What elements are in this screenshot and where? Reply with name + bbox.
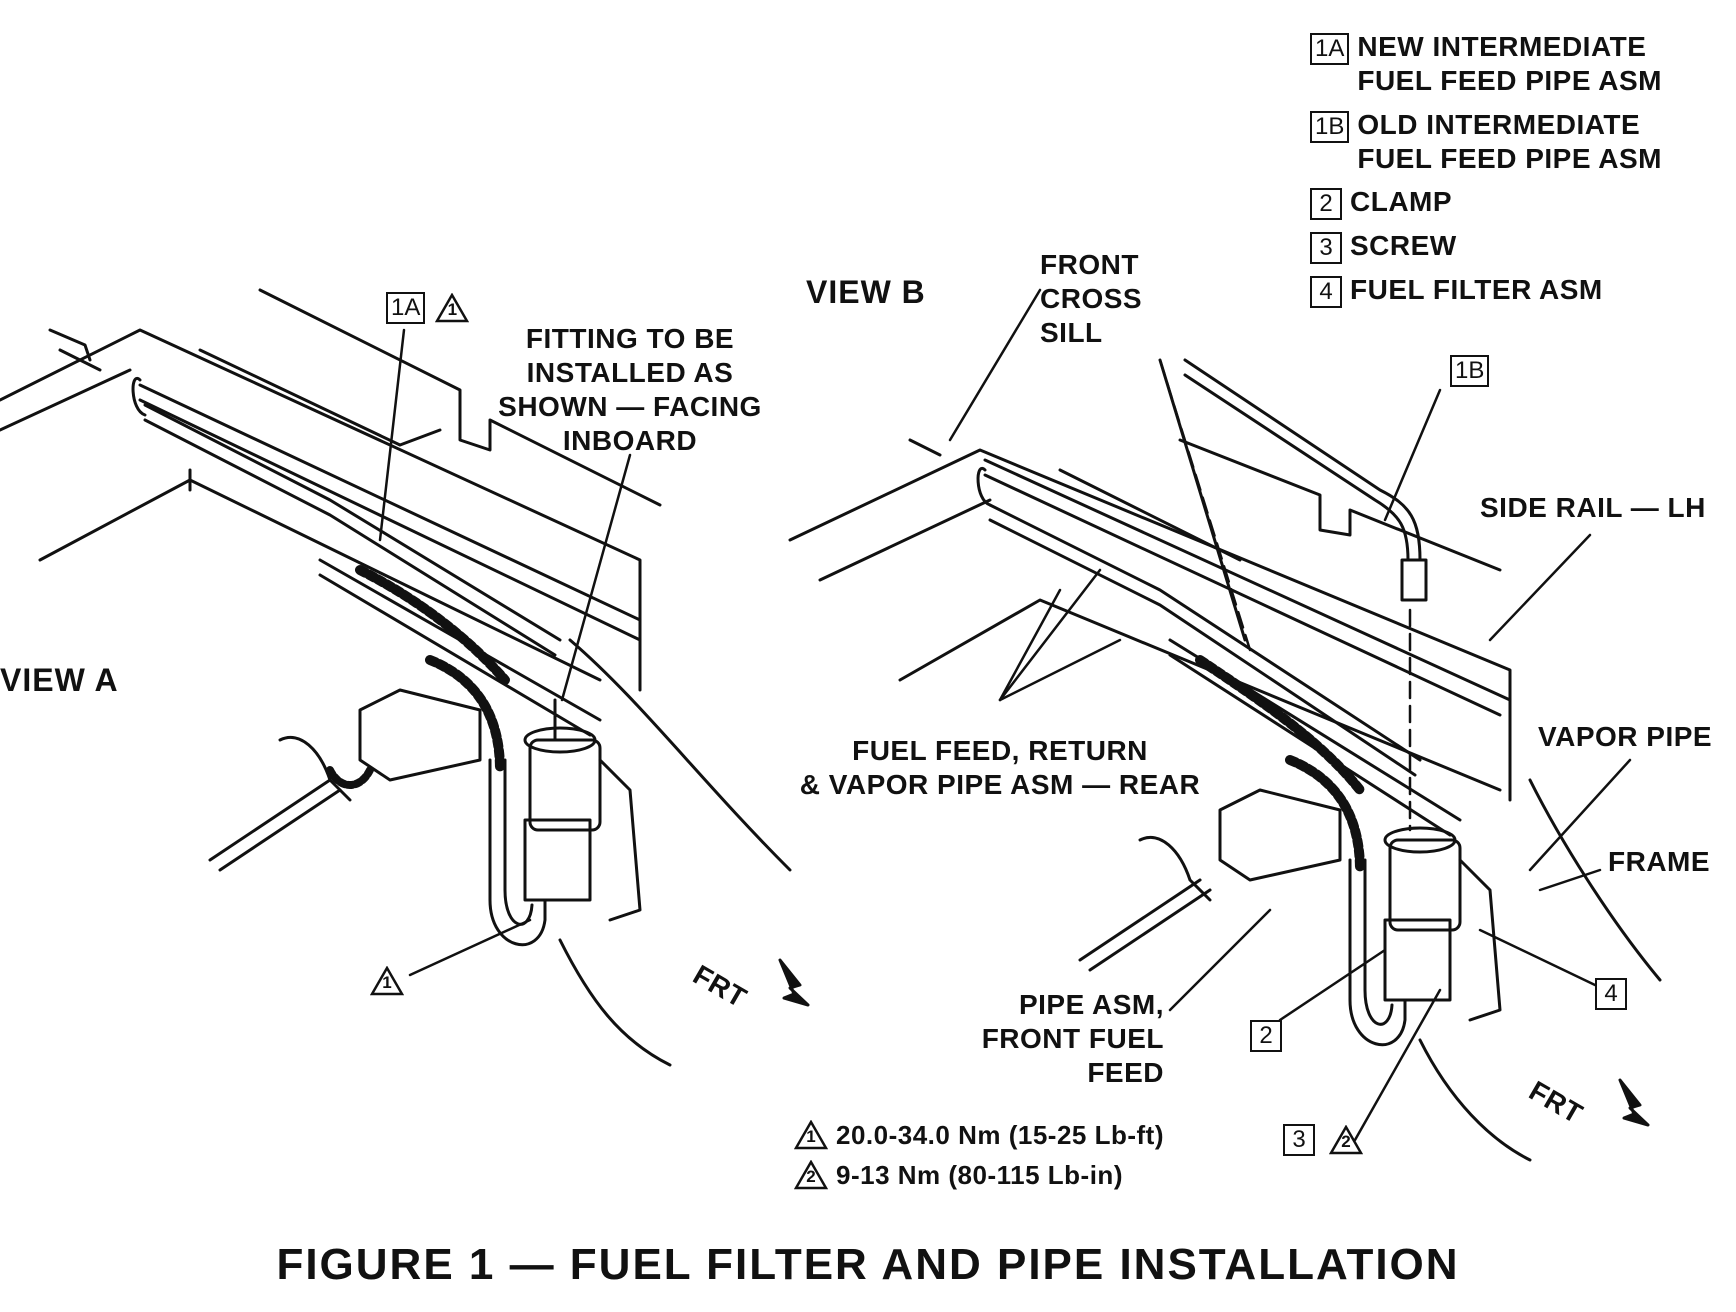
legend-text: FUEL FEED PIPE ASM <box>1357 143 1662 174</box>
legend-text: FUEL FILTER ASM <box>1350 274 1603 305</box>
frame-label: FRAME <box>1608 846 1711 877</box>
legend-key: 2 <box>1310 188 1342 220</box>
callout-line: INBOARD <box>562 425 698 456</box>
marker-1b: 1B <box>1450 355 1490 387</box>
marker-2: 2 <box>1250 1020 1282 1052</box>
callout-line: INSTALLED AS <box>526 357 734 388</box>
side-rail-label: SIDE RAIL — LH <box>1480 492 1706 523</box>
front-cross-sill-label: FRONT CROSS SILL <box>1040 248 1142 350</box>
callout-line: & VAPOR PIPE ASM — REAR <box>799 769 1201 800</box>
legend-item: 1B OLD INTERMEDIATE FUEL FEED PIPE ASM <box>1310 108 1662 176</box>
legend-key: 1A <box>1310 33 1350 65</box>
torque-row: 2 9-13 Nm (80-115 Lb-in) <box>794 1158 1123 1192</box>
marker-3-group: 3 2 <box>1283 1124 1363 1156</box>
warning-triangle-icon: 1 <box>370 966 404 996</box>
callout-line: FRONT FUEL <box>981 1023 1164 1054</box>
legend-item: 2 CLAMP <box>1310 185 1452 220</box>
marker-4-box: 4 <box>1595 978 1627 1010</box>
torque-marker-1: 1 <box>370 966 404 996</box>
callout-line: SILL <box>1040 317 1103 348</box>
torque-row: 1 20.0-34.0 Nm (15-25 Lb-ft) <box>794 1118 1164 1152</box>
marker-1a-group: 1A 1 <box>386 292 470 324</box>
callout-line: SHOWN — FACING <box>498 391 762 422</box>
legend-text: NEW INTERMEDIATE <box>1357 31 1647 62</box>
legend-text: OLD INTERMEDIATE <box>1357 109 1641 140</box>
legend-item: 1A NEW INTERMEDIATE FUEL FEED PIPE ASM <box>1310 30 1662 98</box>
figure-caption: FIGURE 1 — FUEL FILTER AND PIPE INSTALLA… <box>276 1240 1460 1289</box>
view-b-drawing <box>788 288 1662 1162</box>
marker-3-box: 3 <box>1283 1124 1315 1156</box>
callout-line: FRONT <box>1040 249 1139 280</box>
warning-triangle-icon: 1 <box>794 1120 828 1150</box>
callout-line: PIPE ASM, <box>1018 989 1164 1020</box>
view-a-label: VIEW A <box>0 662 119 698</box>
view-a-drawing <box>0 288 810 1067</box>
legend-key: 1B <box>1310 111 1350 143</box>
vapor-pipe-label: VAPOR PIPE <box>1538 721 1713 752</box>
torque-text: 9-13 Nm (80-115 Lb-in) <box>836 1160 1123 1190</box>
marker-1a: 1A <box>386 292 426 324</box>
legend-item: 3 SCREW <box>1310 229 1457 264</box>
callout-line: CROSS <box>1040 283 1143 314</box>
marker-2-box: 2 <box>1250 1020 1282 1052</box>
callout-line: FEED <box>1087 1057 1164 1088</box>
legend-key: 4 <box>1310 276 1342 308</box>
warning-triangle-icon: 2 <box>1329 1125 1363 1155</box>
callout-line: FITTING TO BE <box>525 323 735 354</box>
warning-triangle-icon: 1 <box>435 293 470 323</box>
legend-text: FUEL FEED PIPE ASM <box>1357 65 1662 96</box>
marker-1b-box: 1B <box>1450 355 1490 387</box>
callout-line: FUEL FEED, RETURN <box>852 735 1148 766</box>
pipe-asm-callout: PIPE ASM, FRONT FUEL FEED <box>880 988 1164 1090</box>
view-b-label: VIEW B <box>806 274 926 310</box>
legend-text: CLAMP <box>1350 186 1453 217</box>
legend-key: 3 <box>1310 232 1342 264</box>
marker-4: 4 <box>1595 978 1627 1010</box>
legend-item: 4 FUEL FILTER ASM <box>1310 273 1603 308</box>
torque-text: 20.0-34.0 Nm (15-25 Lb-ft) <box>836 1120 1164 1150</box>
legend-text: SCREW <box>1350 230 1457 261</box>
fitting-callout: FITTING TO BE INSTALLED AS SHOWN — FACIN… <box>490 322 770 458</box>
warning-triangle-icon: 2 <box>794 1160 828 1190</box>
fuel-feed-callout: FUEL FEED, RETURN & VAPOR PIPE ASM — REA… <box>780 734 1220 802</box>
